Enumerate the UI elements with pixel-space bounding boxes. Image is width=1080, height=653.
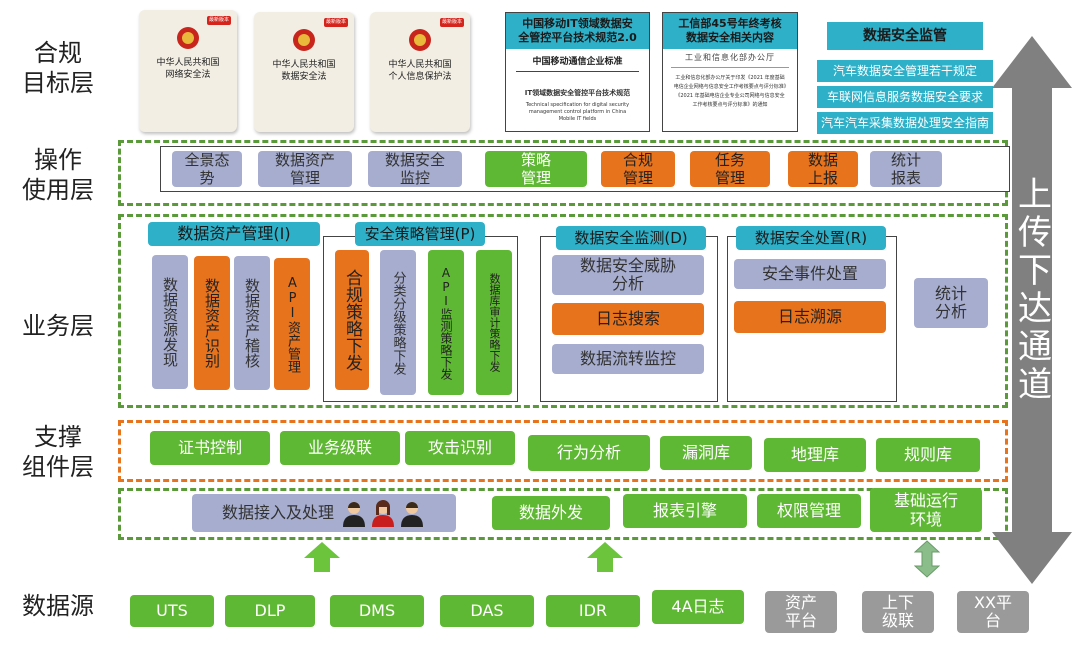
layer-label-support: 支撑 组件层 <box>22 423 94 481</box>
regulation-item: 汽车汽车采集数据处理安全指南 <box>817 112 993 134</box>
policy-management-title: 安全策略管理(P) <box>355 222 485 246</box>
operation-monitor-button[interactable]: 数据安全 监控 <box>368 151 462 187</box>
book-badge: 最新版本 <box>323 18 348 27</box>
asset-audit-item[interactable]: 数据资产稽核 <box>234 256 270 390</box>
stats-analysis-item[interactable]: 统计 分析 <box>914 278 988 328</box>
doc-org: 中国移动通信企业标准 <box>532 56 623 67</box>
source-idr[interactable]: IDR <box>546 595 640 627</box>
layer-label-datasource: 数据源 <box>22 592 94 620</box>
doc-header: 工信部45号年终考核 数据安全相关内容 <box>663 13 797 49</box>
operation-panorama-button[interactable]: 全景态 势 <box>172 151 242 187</box>
report-engine-item[interactable]: 报表引擎 <box>623 494 747 528</box>
asset-management-title: 数据资产管理(I) <box>148 222 320 246</box>
business-cascade-item[interactable]: 业务级联 <box>280 431 400 465</box>
up-arrow-icon <box>587 542 623 572</box>
source-dms[interactable]: DMS <box>330 595 424 627</box>
book-badge: 最新版本 <box>439 18 464 27</box>
policy-classification-item[interactable]: 分类分级策略下发 <box>380 250 416 395</box>
response-title: 数据安全处置(R) <box>736 226 886 250</box>
layer-label-operation: 操作 使用层 <box>22 146 94 204</box>
channel-label: 上传下达通道 <box>1011 176 1052 404</box>
up-arrow-icon <box>304 542 340 572</box>
channel-arrow-icon <box>992 36 1072 584</box>
source-dlp[interactable]: DLP <box>225 595 315 627</box>
source-das[interactable]: DAS <box>440 595 534 627</box>
policy-compliance-item[interactable]: 合规策略下发 <box>335 250 369 390</box>
data-flow-monitor-item[interactable]: 数据流转监控 <box>552 344 704 374</box>
doc-subtitle: Technical specification for digital secu… <box>525 102 630 122</box>
attack-detection-item[interactable]: 攻击识别 <box>405 431 515 465</box>
book-badge: 最新版本 <box>206 16 231 25</box>
book-title: 中华人民共和国 数据安全法 <box>272 60 336 82</box>
book-title: 中华人民共和国 网络安全法 <box>156 58 220 80</box>
doc-org: 工业和信息化部办公厅 <box>685 52 775 62</box>
permission-item[interactable]: 权限管理 <box>757 494 861 528</box>
rule-library-item[interactable]: 规则库 <box>876 438 980 472</box>
business-layer-frame <box>118 214 1008 408</box>
operation-task-button[interactable]: 任务 管理 <box>690 151 770 187</box>
doc-title: IT领域数据安全管控平台技术规范 <box>524 89 631 97</box>
data-ingest-item[interactable]: 数据接入及处理 <box>192 494 456 532</box>
doc-miit-assessment: 工信部45号年终考核 数据安全相关内容 工业和信息化部办公厅 工业和信息化部办公… <box>662 12 798 132</box>
source-uts[interactable]: UTS <box>130 595 214 627</box>
users-icon <box>343 500 423 527</box>
regulation-item: 汽车数据安全管理若干规定 <box>817 60 993 82</box>
layer-label-business: 业务层 <box>22 312 94 340</box>
operation-compliance-button[interactable]: 合规 管理 <box>601 151 675 187</box>
cert-control-item[interactable]: 证书控制 <box>150 431 270 465</box>
doc-body: 工业和信息化部办公厅关于印发《2021 年度基础电信企业网络与信息安全工作考核要… <box>673 75 787 108</box>
behavior-analysis-item[interactable]: 行为分析 <box>528 435 650 471</box>
api-asset-item[interactable]: API资产管理 <box>274 258 310 390</box>
national-emblem-icon <box>409 29 431 51</box>
asset-discovery-item[interactable]: 数据资源发现 <box>152 255 188 389</box>
data-export-item[interactable]: 数据外发 <box>492 496 610 530</box>
operation-policy-button[interactable]: 策略 管理 <box>485 151 587 187</box>
layer-label-compliance: 合规 目标层 <box>22 39 94 97</box>
policy-db-audit-item[interactable]: 数据库审计策略下发 <box>476 250 512 395</box>
asset-identify-item[interactable]: 数据资产识别 <box>194 256 230 390</box>
ingest-layer-frame <box>118 488 1008 540</box>
incident-response-item[interactable]: 安全事件处置 <box>734 259 886 289</box>
support-layer-frame <box>118 420 1008 482</box>
vuln-library-item[interactable]: 漏洞库 <box>660 436 752 470</box>
law-book-personal-info: 最新版本 中华人民共和国 个人信息保护法 <box>370 12 470 132</box>
runtime-env-item[interactable]: 基础运行 环境 <box>870 488 982 532</box>
regulation-panel: 数据安全监管 汽车数据安全管理若干规定 车联网信息服务数据安全要求 汽车汽车采集… <box>815 14 995 136</box>
law-book-data-security: 最新版本 中华人民共和国 数据安全法 <box>254 12 354 132</box>
operation-asset-button[interactable]: 数据资产 管理 <box>258 151 352 187</box>
up-down-arrow-icon <box>914 540 940 578</box>
source-xx-platform[interactable]: XX平 台 <box>957 591 1029 633</box>
operation-report-button[interactable]: 数据 上报 <box>788 151 858 187</box>
monitor-title: 数据安全监测(D) <box>556 226 706 250</box>
national-emblem-icon <box>293 29 315 51</box>
regulation-header: 数据安全监管 <box>827 22 983 50</box>
log-search-item[interactable]: 日志搜索 <box>552 303 704 335</box>
threat-analysis-item[interactable]: 数据安全威胁 分析 <box>552 255 704 295</box>
source-cascade[interactable]: 上下 级联 <box>862 591 934 633</box>
operation-stats-button[interactable]: 统计 报表 <box>870 151 942 187</box>
source-asset-platform[interactable]: 资产 平台 <box>765 591 837 633</box>
national-emblem-icon <box>177 27 199 49</box>
data-ingest-label: 数据接入及处理 <box>221 503 334 522</box>
geo-library-item[interactable]: 地理库 <box>764 438 866 472</box>
book-title: 中华人民共和国 个人信息保护法 <box>388 60 452 82</box>
law-book-cybersecurity: 最新版本 中华人民共和国 网络安全法 <box>139 10 237 132</box>
log-trace-item[interactable]: 日志溯源 <box>734 301 886 333</box>
doc-header: 中国移动IT领域数据安 全管控平台技术规范2.0 <box>506 13 649 49</box>
regulation-item: 车联网信息服务数据安全要求 <box>817 86 993 108</box>
source-4a-log[interactable]: 4A日志 <box>652 590 744 624</box>
policy-api-item[interactable]: API监测策略下发 <box>428 250 464 395</box>
doc-china-mobile-spec: 中国移动IT领域数据安 全管控平台技术规范2.0 中国移动通信企业标准 IT领域… <box>505 12 650 132</box>
